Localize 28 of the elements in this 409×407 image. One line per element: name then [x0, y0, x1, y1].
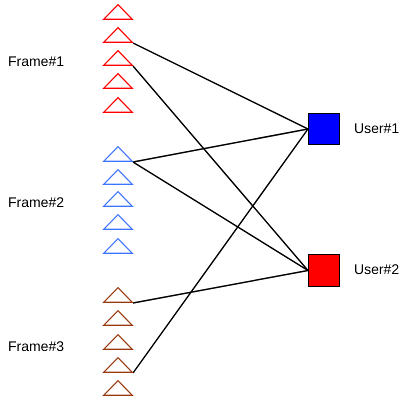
triangle-marker: [103, 169, 133, 185]
triangle-marker: [103, 380, 133, 396]
triangle-marker: [103, 146, 133, 162]
triangle-marker: [103, 238, 133, 254]
connector-line: [132, 42, 308, 130]
square-marker: [308, 113, 340, 145]
triangle-marker: [103, 50, 133, 66]
triangle-marker: [103, 214, 133, 230]
triangle-marker: [103, 287, 133, 303]
triangle-marker: [103, 97, 133, 113]
triangle-marker: [103, 73, 133, 89]
square-marker: [308, 254, 340, 287]
frame-label: Frame#3: [8, 338, 64, 354]
user-label: User#1: [354, 120, 400, 136]
connector-line: [132, 161, 308, 272]
triangle-marker: [103, 4, 133, 20]
connector-line: [132, 128, 308, 163]
connector-line: [132, 66, 309, 271]
frame-label: Frame#2: [8, 194, 64, 210]
triangle-marker: [103, 357, 133, 373]
user-label: User#2: [354, 261, 400, 277]
connector-line: [132, 270, 308, 304]
triangle-marker: [103, 334, 133, 350]
connector-line: [132, 128, 309, 374]
triangle-marker: [103, 191, 133, 207]
frame-label: Frame#1: [8, 53, 64, 69]
triangle-marker: [103, 27, 133, 43]
triangle-marker: [103, 310, 133, 326]
